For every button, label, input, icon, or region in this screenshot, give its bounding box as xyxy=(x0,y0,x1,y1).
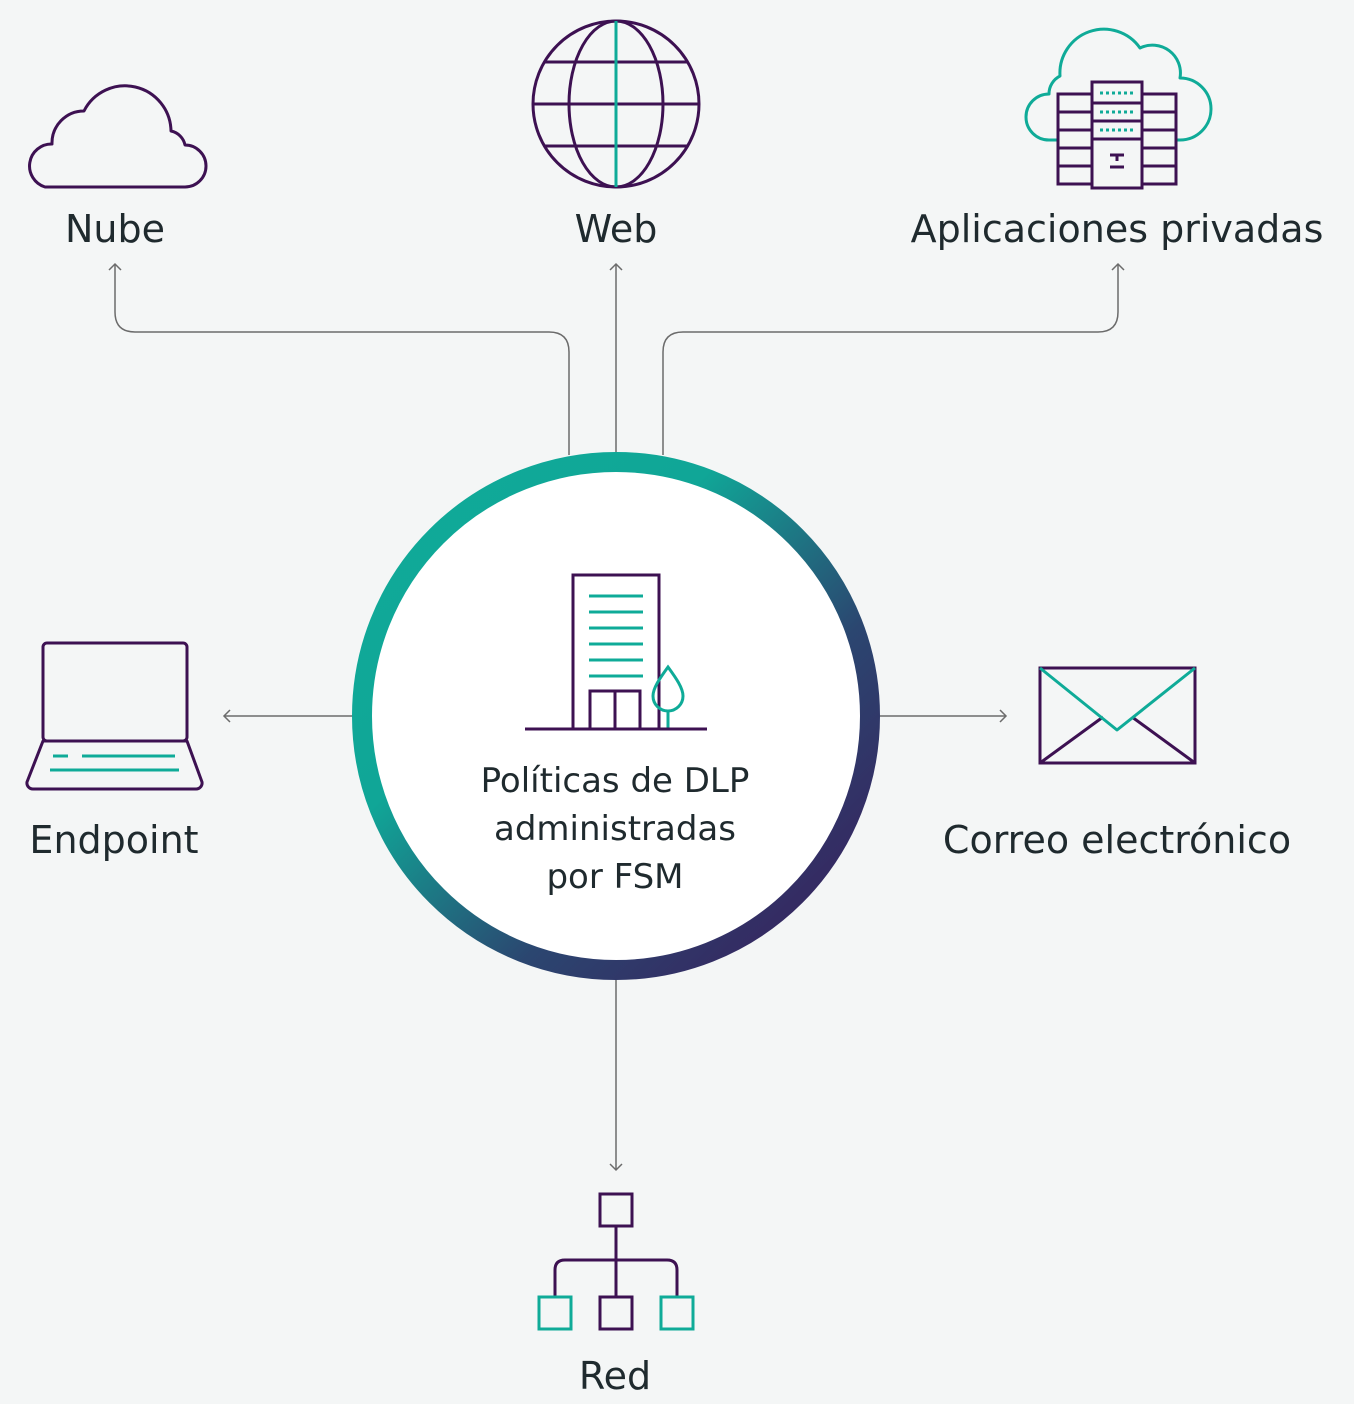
center-caption-line-2: administradas xyxy=(494,809,736,849)
node-label-email: Correo electrónico xyxy=(942,818,1292,862)
node-label-web: Web xyxy=(574,207,658,251)
center-caption: Políticas de DLP administradas por FSM xyxy=(435,757,795,901)
center-caption-line-1: Políticas de DLP xyxy=(480,761,750,801)
node-label-private-apps: Aplicaciones privadas xyxy=(910,207,1324,251)
node-label-cloud: Nube xyxy=(64,207,166,251)
connector-to-private-apps xyxy=(662,262,1125,455)
connector-to-cloud xyxy=(108,262,570,455)
center-caption-line-3: por FSM xyxy=(546,857,684,897)
node-label-endpoint: Endpoint xyxy=(29,818,199,862)
node-label-network: Red xyxy=(578,1354,652,1398)
